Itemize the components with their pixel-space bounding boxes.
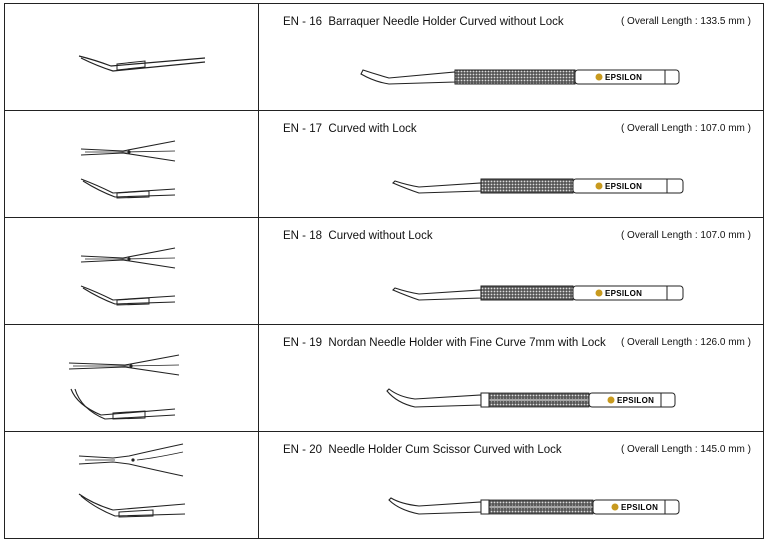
instrument-drawing: EPSILON — [386, 388, 676, 408]
product-name: Needle Holder Cum Scissor Curved with Lo… — [328, 444, 562, 456]
overall-length: ( Overall Length : 133.5 mm ) — [620, 16, 751, 27]
side-view-drawing — [80, 247, 176, 306]
product-code: EN - 18 — [283, 230, 322, 242]
brand-label: EPSILON — [617, 396, 654, 405]
side-view-cell — [5, 218, 259, 324]
product-info-cell: EN - 17 Curved with Lock ( Overall Lengt… — [259, 111, 763, 217]
product-code: EN - 19 — [283, 337, 322, 349]
brand-label: EPSILON — [605, 182, 642, 191]
product-title: EN - 16 Barraquer Needle Holder Curved w… — [283, 16, 564, 28]
side-view-drawing — [68, 354, 180, 420]
brand-logo-icon — [595, 289, 603, 297]
catalog-sheet: EN - 16 Barraquer Needle Holder Curved w… — [4, 3, 764, 539]
side-view-drawing — [78, 443, 186, 518]
product-name: Nordan Needle Holder with Fine Curve 7mm… — [328, 337, 606, 349]
side-view-cell — [5, 325, 259, 431]
product-code: EN - 16 — [283, 16, 322, 28]
instrument-drawing: EPSILON — [392, 285, 684, 301]
side-view-cell — [5, 4, 259, 110]
product-row-en19: EN - 19 Nordan Needle Holder with Fine C… — [5, 325, 763, 432]
product-title: EN - 17 Curved with Lock — [283, 123, 417, 135]
instrument-drawing: EPSILON — [392, 178, 684, 194]
instrument-drawing: EPSILON — [360, 69, 680, 85]
side-view-cell — [5, 432, 259, 538]
product-name: Curved without Lock — [328, 230, 433, 242]
side-view-cell — [5, 111, 259, 217]
product-title: EN - 18 Curved without Lock — [283, 230, 433, 242]
product-code: EN - 20 — [283, 444, 322, 456]
product-title: EN - 20 Needle Holder Cum Scissor Curved… — [283, 444, 562, 456]
product-row-en20: EN - 20 Needle Holder Cum Scissor Curved… — [5, 432, 763, 538]
product-name: Curved with Lock — [328, 123, 417, 135]
brand-logo-icon — [611, 503, 619, 511]
brand-logo-icon — [595, 182, 603, 190]
overall-length: ( Overall Length : 107.0 mm ) — [620, 230, 751, 241]
brand-label: EPSILON — [621, 503, 658, 512]
product-info-cell: EN - 18 Curved without Lock ( Overall Le… — [259, 218, 763, 324]
overall-length: ( Overall Length : 126.0 mm ) — [620, 337, 751, 348]
product-row-en18: EN - 18 Curved without Lock ( Overall Le… — [5, 218, 763, 325]
product-info-cell: EN - 16 Barraquer Needle Holder Curved w… — [259, 4, 763, 110]
side-view-drawing — [80, 140, 176, 199]
product-info-cell: EN - 19 Nordan Needle Holder with Fine C… — [259, 325, 763, 431]
product-info-cell: EN - 20 Needle Holder Cum Scissor Curved… — [259, 432, 763, 538]
brand-logo-icon — [595, 73, 603, 81]
overall-length: ( Overall Length : 145.0 mm ) — [620, 444, 751, 455]
brand-label: EPSILON — [605, 289, 642, 298]
product-code: EN - 17 — [283, 123, 322, 135]
product-row-en17: EN - 17 Curved with Lock ( Overall Lengt… — [5, 111, 763, 218]
overall-length: ( Overall Length : 107.0 mm ) — [620, 123, 751, 134]
product-name: Barraquer Needle Holder Curved without L… — [328, 16, 564, 28]
side-view-drawing — [78, 55, 206, 72]
product-row-en16: EN - 16 Barraquer Needle Holder Curved w… — [5, 4, 763, 111]
instrument-drawing: EPSILON — [388, 497, 680, 515]
brand-logo-icon — [607, 396, 615, 404]
brand-label: EPSILON — [605, 73, 642, 82]
product-title: EN - 19 Nordan Needle Holder with Fine C… — [283, 337, 606, 349]
